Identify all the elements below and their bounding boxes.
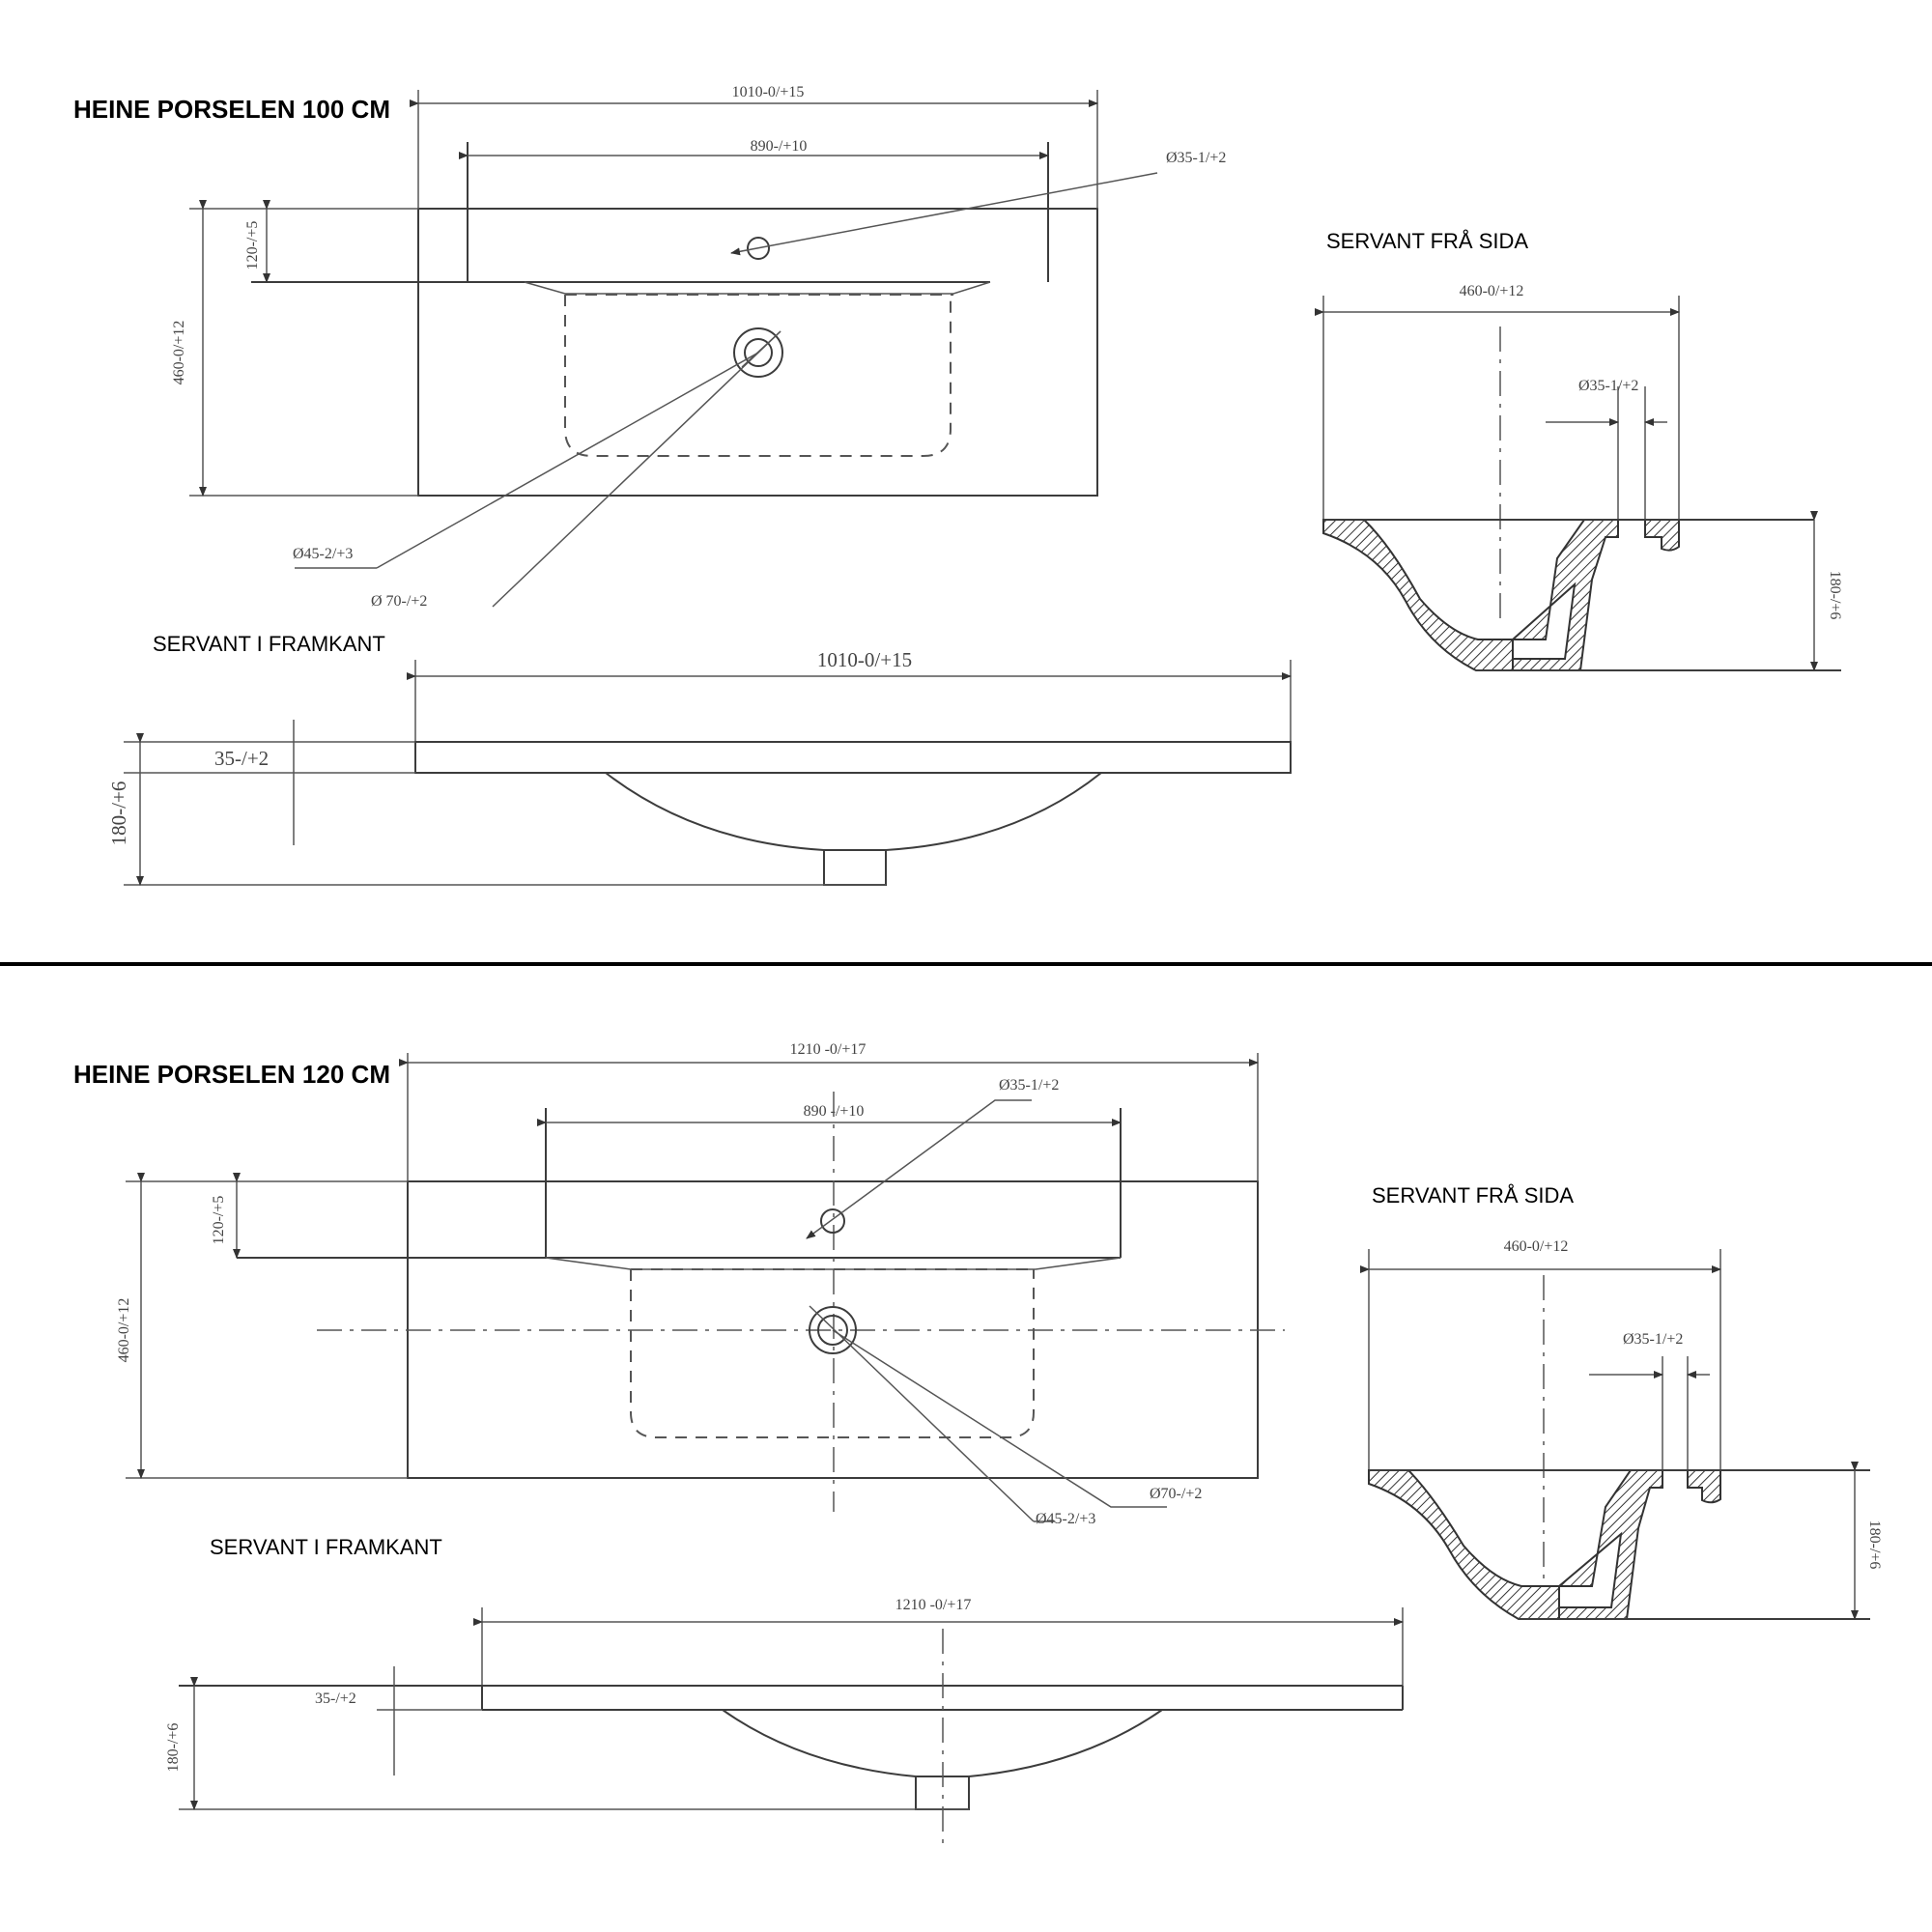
side-depth-label: 460-0/+12: [1504, 1238, 1569, 1255]
rear-depth-label: 120-/+5: [244, 221, 261, 270]
front-view-120: 1210 -0/+17 35-/+2 180-/+6: [165, 1597, 1404, 1850]
side-depth-label: 460-0/+12: [1460, 283, 1524, 299]
front-view-caption: SERVANT I FRAMKANT: [153, 632, 385, 656]
overall-width-label: 1010-0/+15: [732, 84, 805, 100]
tap-hole: [820, 1208, 845, 1234]
total-height-label: 180-/+6: [107, 781, 130, 846]
rim-section: [1644, 519, 1680, 552]
sheet-title: HEINE PORSELEN 120 CM: [73, 1060, 390, 1089]
total-height-label: 180-/+6: [165, 1723, 182, 1773]
bowl-outline-hidden: [630, 1269, 1035, 1438]
side-height-label: 180-/+6: [1866, 1520, 1883, 1570]
bowl-outline-hidden: [564, 295, 952, 457]
countertop-outline: [417, 208, 1098, 497]
rim-thickness-label: 35-/+2: [315, 1690, 356, 1707]
bowl-section-right: [1556, 1469, 1663, 1620]
overall-width-label: 1210 -0/+17: [790, 1041, 867, 1058]
rim-section: [1687, 1469, 1721, 1504]
side-tap-hole-label: Ø35-1/+2: [1578, 378, 1638, 394]
bowl-section-left: [1368, 1469, 1560, 1620]
waste-outer: [733, 327, 783, 378]
basin-deck: [545, 1108, 1122, 1258]
top-view-100: 1010-0/+15 890-/+10 Ø35-1/+2 Ø45-2/+3 Ø …: [171, 84, 1226, 610]
waste-inner-label: Ø45-2/+3: [293, 546, 353, 562]
waste-outer-label: Ø70-/+2: [1150, 1486, 1202, 1502]
waste-outer-leader: [492, 330, 781, 608]
top-view-120: 1210 -0/+17 890 -/+10 Ø35-1/+2 Ø45-2/+3 …: [116, 1041, 1285, 1527]
bowl-section-right: [1510, 519, 1619, 671]
waste-inner-leader: [809, 1305, 1035, 1522]
countertop-profile: [414, 741, 1292, 774]
front-view-caption: SERVANT I FRAMKANT: [210, 1535, 442, 1559]
waste-outer: [809, 1306, 857, 1354]
overall-depth-label: 460-0/+12: [171, 321, 187, 385]
side-tap-hole-label: Ø35-1/+2: [1623, 1331, 1683, 1348]
tap-hole-leader: [730, 172, 1158, 256]
rim-thickness-label: 35-/+2: [214, 747, 269, 770]
front-view-100: 1010-0/+15 35-/+2 180-/+6: [107, 648, 1292, 886]
tap-hole-label: Ø35-1/+2: [999, 1077, 1059, 1094]
sheet-120cm: HEINE PORSELEN 120 CM 1210 -0/+17 890 -/…: [73, 1041, 1883, 1850]
tap-hole-label: Ø35-1/+2: [1166, 150, 1226, 166]
side-height-label: 180-/+6: [1827, 571, 1843, 620]
side-view-100: 460-0/+12 Ø35-1/+2 180-/+6: [1315, 283, 1843, 671]
waste-inner-leader: [376, 352, 759, 569]
side-view-caption: SERVANT FRÅ SIDA: [1326, 229, 1528, 253]
bowl-section-left: [1322, 519, 1514, 671]
waste-inner: [744, 338, 773, 367]
front-width-label: 1210 -0/+17: [895, 1597, 972, 1613]
waste-outlet: [823, 849, 887, 886]
overall-depth-label: 460-0/+12: [116, 1298, 132, 1363]
tap-hole-leader: [806, 1099, 1032, 1239]
waste-inner: [817, 1315, 848, 1346]
waste-inner-label: Ø45-2/+3: [1036, 1511, 1095, 1527]
tap-hole: [747, 237, 770, 260]
basin-deck: [467, 142, 1049, 282]
sheet-100cm: HEINE PORSELEN 100 CM 1010-0/+15 890-/+1…: [73, 84, 1843, 886]
bowl-profile: [605, 772, 1102, 851]
rear-depth-label: 120-/+5: [211, 1196, 227, 1245]
waste-outer-leader: [832, 1329, 1167, 1508]
waste-outer-label: Ø 70-/+2: [371, 593, 427, 610]
side-view-caption: SERVANT FRÅ SIDA: [1372, 1183, 1574, 1208]
basin-width-label: 890-/+10: [751, 138, 808, 155]
side-view-120: 460-0/+12 Ø35-1/+2 180-/+6: [1360, 1238, 1883, 1620]
front-width-label: 1010-0/+15: [817, 648, 912, 671]
sheet-title: HEINE PORSELEN 100 CM: [73, 95, 390, 124]
